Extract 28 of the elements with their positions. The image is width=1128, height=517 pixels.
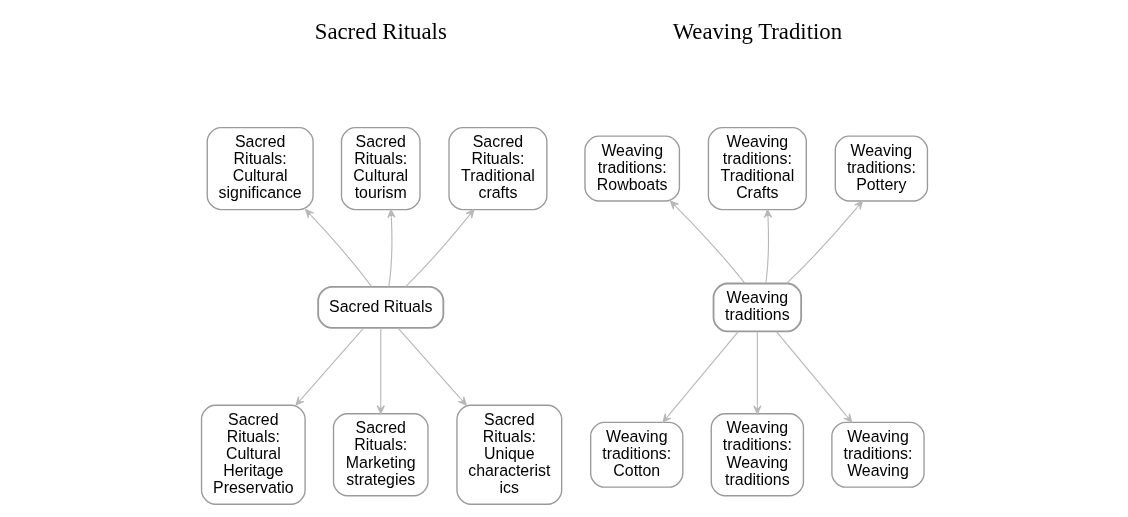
arrow [376,327,385,415]
node-box: Weaving traditions: Weaving traditions [710,413,804,497]
arrow [404,209,474,288]
node-box: Sacred Rituals: Marketing strategies [332,413,429,497]
arrow [661,330,739,423]
node-box: Weaving traditions: Cotton [589,421,683,488]
arrow [669,200,745,284]
node-box: Sacred Rituals [316,286,444,329]
node-box: Sacred Rituals: Traditional crafts [447,126,548,211]
arrow [294,327,364,406]
label: Sacred Rituals [314,18,447,44]
arrow [397,327,467,406]
node-box: Weaving traditions: Pottery [834,135,928,202]
node-box: Weaving traditions: Rowboats [583,135,680,202]
arrow [752,330,761,415]
label: Weaving Tradition [672,18,842,44]
node-box: Sacred Rituals: Unique characterist ics [455,404,562,505]
node-box: Sacred Rituals: Cultural Heritage Preservatio [200,404,306,505]
node-box: Weaving traditions: Traditional Crafts [707,126,807,211]
arrow [386,209,396,288]
arrow [304,209,372,288]
node-box: Weaving traditions [712,282,802,333]
arrow [763,209,772,284]
node-box: Weaving traditions: Weaving [830,421,925,488]
arrow [785,200,863,284]
node-box: Sacred Rituals: Cultural significance [206,126,314,211]
node-box: Sacred Rituals: Cultural tourism [340,126,421,211]
arrow [775,330,852,423]
